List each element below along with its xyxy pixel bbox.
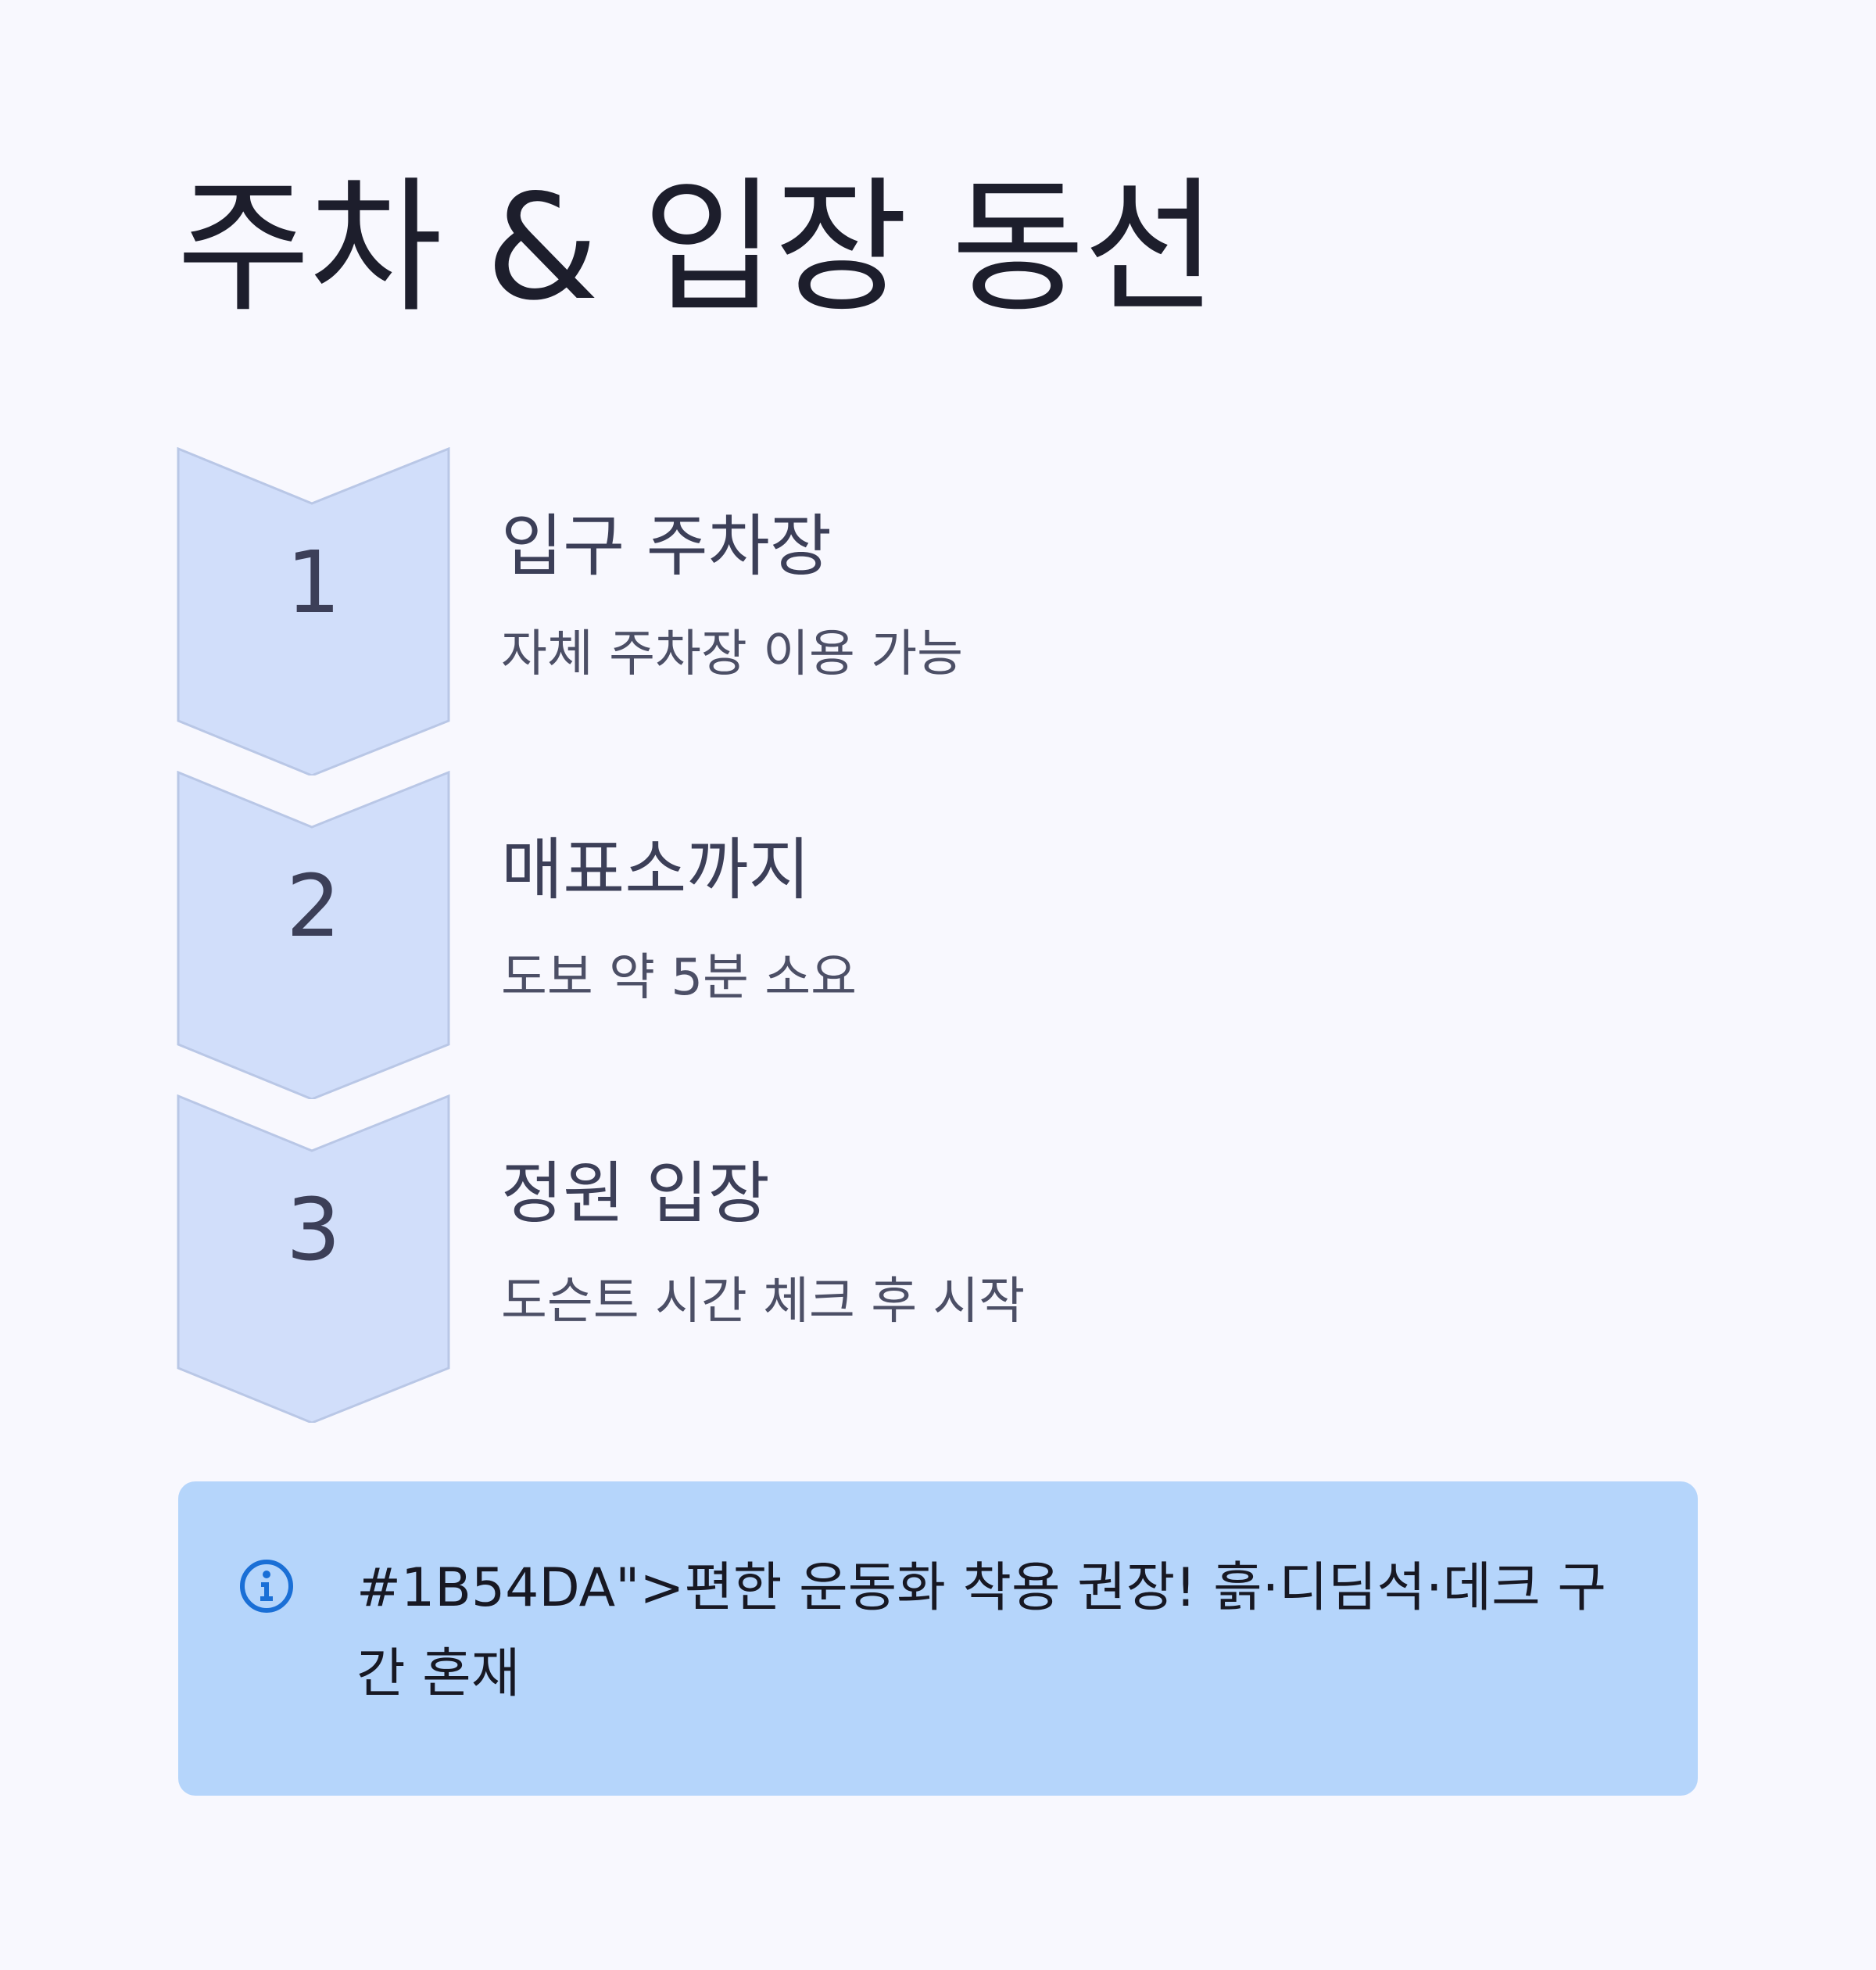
chevron-down-icon	[177, 447, 450, 775]
callout-text: #1B54DA">편한 운동화 착용 권장! 흙·디딤석·데크 구간 혼재	[356, 1557, 1606, 1705]
step-title: 입구 주차장	[501, 507, 832, 586]
step-number: 3	[286, 1180, 341, 1280]
step-description: 자체 주차장 이용 가능	[501, 625, 963, 683]
step-chevron-marker: 2	[177, 771, 450, 1099]
step-number: 2	[286, 856, 341, 956]
step-chevron-marker: 3	[177, 1094, 450, 1423]
step-item: 2 매표소까지 도보 약 5분 소요	[177, 771, 1701, 1099]
step-description: 도보 약 5분 소요	[501, 949, 857, 1007]
step-item: 1 입구 주차장 자체 주차장 이용 가능	[177, 447, 1701, 775]
chevron-down-icon	[177, 1094, 450, 1423]
step-number: 1	[286, 532, 341, 632]
step-item: 3 정원 입장 도슨트 시간 체크 후 시작	[177, 1094, 1701, 1423]
chevron-down-icon	[177, 771, 450, 1099]
page-title: 주차 & 입장 동선	[177, 163, 1217, 332]
step-chevron-marker: 1	[177, 447, 450, 775]
info-icon	[240, 1560, 293, 1613]
step-description: 도슨트 시간 체크 후 시작	[501, 1273, 1026, 1331]
info-callout: #1B54DA">편한 운동화 착용 권장! 흙·디딤석·데크 구간 혼재	[178, 1481, 1698, 1796]
step-title: 정원 입장	[501, 1155, 770, 1233]
step-title: 매표소까지	[501, 831, 811, 909]
